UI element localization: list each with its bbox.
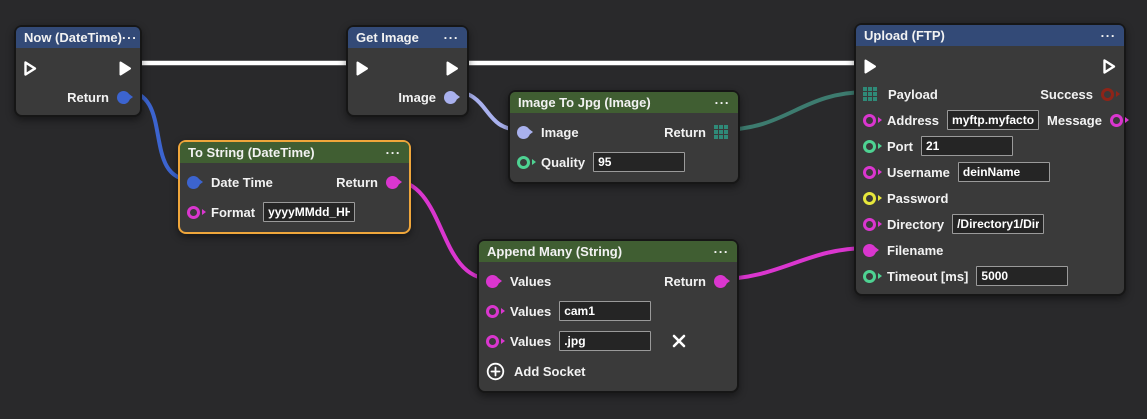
node-header[interactable]: To String (DateTime) ... [180,142,409,163]
node-to-string[interactable]: To String (DateTime) ... Date Time Retur… [178,140,411,234]
address-input[interactable] [947,110,1040,130]
string-in-socket[interactable] [486,304,499,318]
node-header[interactable]: Now (DateTime) ... [16,27,140,48]
input-label-directory: Directory [887,216,945,232]
input-label-filename: Filename [887,242,944,258]
input-label-datetime: Date Time [211,174,273,190]
bool-out-socket[interactable] [1101,87,1114,101]
input-label-values-1: Values [510,273,552,289]
add-socket-label: Add Socket [514,363,586,379]
node-title: Append Many (String) [487,244,623,259]
string-in-socket[interactable] [486,274,499,288]
node-upload-ftp[interactable]: Upload (FTP) ... Payload Success [854,23,1126,296]
input-label-values-3: Values [510,333,552,349]
bytes-out-socket-grid-icon[interactable] [714,125,728,139]
values-3-input[interactable] [559,331,652,351]
string-in-socket[interactable] [486,334,499,348]
node-title: To String (DateTime) [188,145,315,160]
string-in-socket[interactable] [863,243,876,257]
input-label-username: Username [887,164,950,180]
node-menu-icon[interactable]: ... [122,27,138,42]
node-title: Get Image [356,30,419,45]
number-in-socket[interactable] [863,269,876,283]
number-in-socket[interactable] [517,155,530,169]
input-label-port: Port [887,138,913,154]
format-input[interactable] [263,202,356,222]
flow-out-socket[interactable] [445,60,460,77]
port-input[interactable] [921,136,1013,156]
output-label-message: Message [1047,112,1102,128]
username-input[interactable] [957,162,1050,182]
node-menu-icon[interactable]: ... [1100,25,1116,40]
password-in-socket[interactable] [863,191,876,205]
node-append-many[interactable]: Append Many (String) ... Values Return V… [477,239,739,393]
output-label-image: Image [398,89,436,105]
number-in-socket[interactable] [863,139,876,153]
string-out-socket[interactable] [386,175,399,189]
datetime-out-socket[interactable] [117,90,130,104]
output-label-return: Return [67,89,109,105]
node-header[interactable]: Upload (FTP) ... [856,25,1124,46]
node-image-to-jpg[interactable]: Image To Jpg (Image) ... Image Return Qu… [508,90,740,184]
flow-in-socket[interactable] [863,58,878,75]
node-menu-icon[interactable]: ... [713,241,729,256]
node-menu-icon[interactable]: ... [443,27,459,42]
image-in-socket[interactable] [517,125,530,139]
node-header[interactable]: Get Image ... [348,27,467,48]
input-label-timeout: Timeout [ms] [887,268,969,284]
string-out-socket[interactable] [714,274,727,288]
timeout-input[interactable] [976,266,1069,286]
remove-socket-icon[interactable] [671,333,687,349]
input-label-password: Password [887,190,949,206]
add-socket-button[interactable]: Add Socket [486,362,586,381]
wire-bytes-imagetojpg-upload[interactable] [719,90,869,132]
output-label-return: Return [336,174,378,190]
string-out-socket[interactable] [1109,113,1123,127]
flow-out-socket[interactable] [1102,58,1117,75]
node-title: Image To Jpg (Image) [518,95,651,110]
output-label-return: Return [664,273,706,289]
input-label-quality: Quality [541,154,586,170]
output-label-success: Success [1040,86,1093,102]
flow-in-socket[interactable] [355,60,370,77]
node-title: Upload (FTP) [864,28,945,43]
output-label-return: Return [664,124,706,140]
input-label-image: Image [541,124,579,140]
node-header[interactable]: Image To Jpg (Image) ... [510,92,738,113]
directory-input[interactable] [952,214,1045,234]
node-menu-icon[interactable]: ... [714,92,730,107]
bytes-in-socket-grid-icon[interactable] [863,87,877,101]
input-label-format: Format [211,204,256,220]
plus-circle-icon [486,362,505,380]
string-in-socket[interactable] [863,217,876,231]
node-title: Now (DateTime) [24,30,122,45]
values-2-input[interactable] [559,301,652,321]
node-menu-icon[interactable]: ... [385,142,401,157]
image-out-socket[interactable] [444,90,457,104]
node-header[interactable]: Append Many (String) ... [479,241,737,262]
string-in-socket[interactable] [863,113,876,127]
flow-in-socket[interactable] [23,60,38,77]
string-in-socket[interactable] [863,165,876,179]
node-get-image[interactable]: Get Image ... Image [346,25,469,117]
wire-string-appendmany-upload[interactable] [718,246,869,281]
datetime-in-socket[interactable] [187,175,200,189]
quality-input[interactable] [593,152,686,172]
input-label-payload: Payload [888,86,938,102]
input-label-values-2: Values [510,303,552,319]
flow-out-socket[interactable] [118,60,133,77]
string-in-socket[interactable] [187,205,200,219]
node-now-datetime[interactable]: Now (DateTime) ... Return [14,25,142,117]
input-label-address: Address [887,112,940,128]
